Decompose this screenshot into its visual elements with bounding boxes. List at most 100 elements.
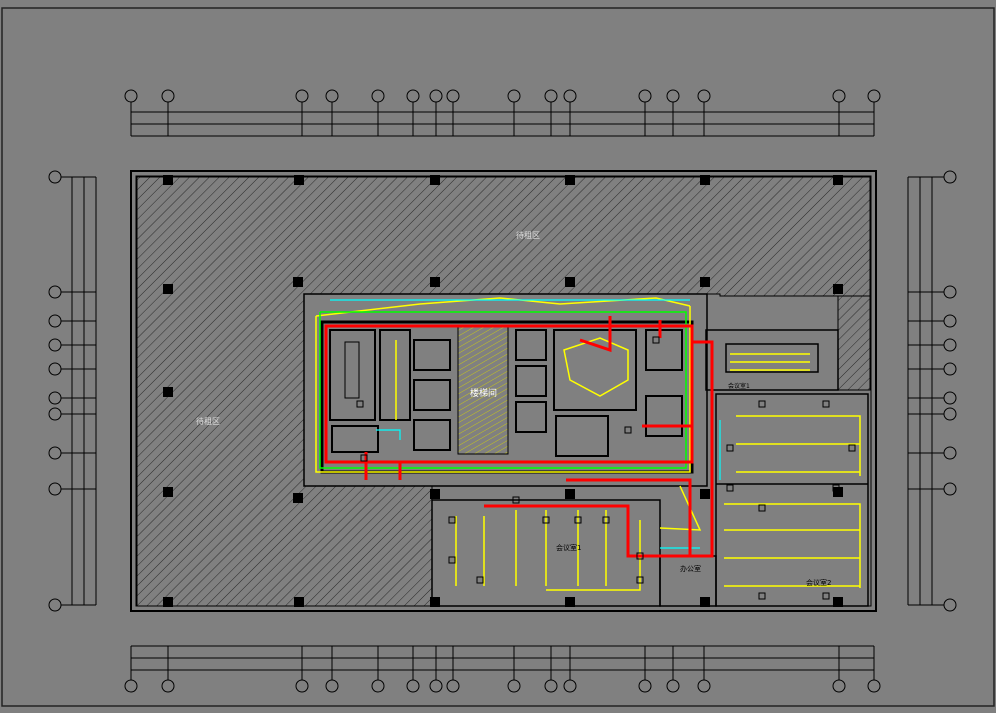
axis-grid-bottom [124, 645, 881, 693]
grid-bubble [48, 170, 62, 184]
grid-bubble [48, 285, 62, 299]
grid-bubble [371, 89, 385, 103]
grid-bubble [666, 679, 680, 693]
lobby [457, 325, 509, 455]
lighting-run [724, 503, 861, 588]
column [833, 175, 843, 185]
elevator-1 [413, 339, 451, 371]
grid-bubble [48, 338, 62, 352]
column [293, 493, 303, 503]
grid-bubble [666, 89, 680, 103]
column [565, 597, 575, 607]
lighting-run [455, 510, 607, 586]
grid-bubble [429, 89, 443, 103]
fixture-symbol [624, 426, 632, 434]
grid-bubble [161, 89, 175, 103]
fixture-symbol [758, 592, 766, 600]
column [700, 597, 710, 607]
fixture-symbol [822, 400, 830, 408]
grid-bubble [295, 679, 309, 693]
grid-bubble [943, 391, 957, 405]
fixture-symbol [726, 484, 734, 492]
grid-bubble [48, 446, 62, 460]
fixture-symbol [356, 400, 364, 408]
elevator-4 [515, 329, 547, 361]
grid-bubble [429, 679, 443, 693]
grid-bubble [544, 679, 558, 693]
grid-bubble [832, 89, 846, 103]
grid-bubble [563, 89, 577, 103]
structural-columns [163, 175, 843, 607]
shaft-east [645, 329, 683, 371]
grid-bubble [446, 679, 460, 693]
fixture-symbol [542, 516, 550, 524]
column [565, 175, 575, 185]
lighting-circuits [315, 297, 861, 591]
stair-north [329, 329, 376, 421]
fixture-symbol [848, 444, 856, 452]
grid-bubble [638, 89, 652, 103]
east-upper-room [705, 329, 839, 391]
fixture-symbol [574, 516, 582, 524]
aux-circuits [330, 299, 721, 549]
column [700, 175, 710, 185]
grid-bubble [943, 407, 957, 421]
grid-bubble [544, 89, 558, 103]
grid-bubble [867, 89, 881, 103]
fixture-symbol [448, 556, 456, 564]
lighting-run [315, 306, 691, 473]
light-fixtures [356, 336, 856, 600]
fixture-symbol [758, 400, 766, 408]
grid-bubble [295, 89, 309, 103]
service-room [379, 329, 411, 421]
column [833, 487, 843, 497]
grid-bubble [48, 598, 62, 612]
building-outline [130, 170, 877, 612]
grid-bubble [406, 679, 420, 693]
power-run [324, 324, 694, 464]
lighting-run [563, 337, 629, 397]
column [163, 175, 173, 185]
column [163, 597, 173, 607]
grid-bubble [161, 679, 175, 693]
column [294, 597, 304, 607]
label-meeting-room-2: 会议室2 [806, 578, 831, 587]
fixture-symbol [476, 576, 484, 584]
grid-bubble [325, 89, 339, 103]
power-run [579, 316, 662, 353]
elevator-6 [515, 401, 547, 433]
axis-grid-top [124, 89, 881, 137]
grid-bubble [48, 391, 62, 405]
grid-bubble [943, 285, 957, 299]
grid-bubble [124, 679, 138, 693]
column [163, 387, 173, 397]
grid-bubble [507, 679, 521, 693]
lighting-run [730, 353, 810, 371]
column [163, 284, 173, 294]
shaft-east-2 [645, 395, 683, 437]
label-east-upper: 会议室1 [728, 382, 750, 390]
fixture-symbol [726, 444, 734, 452]
column [565, 277, 575, 287]
hatched-tenant-area-east [837, 295, 871, 391]
column [293, 277, 303, 287]
grid-bubble [325, 679, 339, 693]
grid-bubble [48, 482, 62, 496]
stair-treads [344, 341, 360, 399]
fixture-symbol [360, 454, 368, 462]
power-run [566, 478, 692, 556]
fixture-symbol [512, 496, 520, 504]
column [833, 284, 843, 294]
column [700, 277, 710, 287]
label-north-area: 待租区 [516, 230, 540, 240]
meeting-room-east [715, 393, 869, 607]
column [294, 175, 304, 185]
column [565, 489, 575, 499]
grid-bubble [832, 679, 846, 693]
power-circuits [324, 316, 714, 558]
grid-bubble [124, 89, 138, 103]
grid-bubble [867, 679, 881, 693]
column [430, 597, 440, 607]
label-office-small: 办公室 [680, 564, 701, 573]
